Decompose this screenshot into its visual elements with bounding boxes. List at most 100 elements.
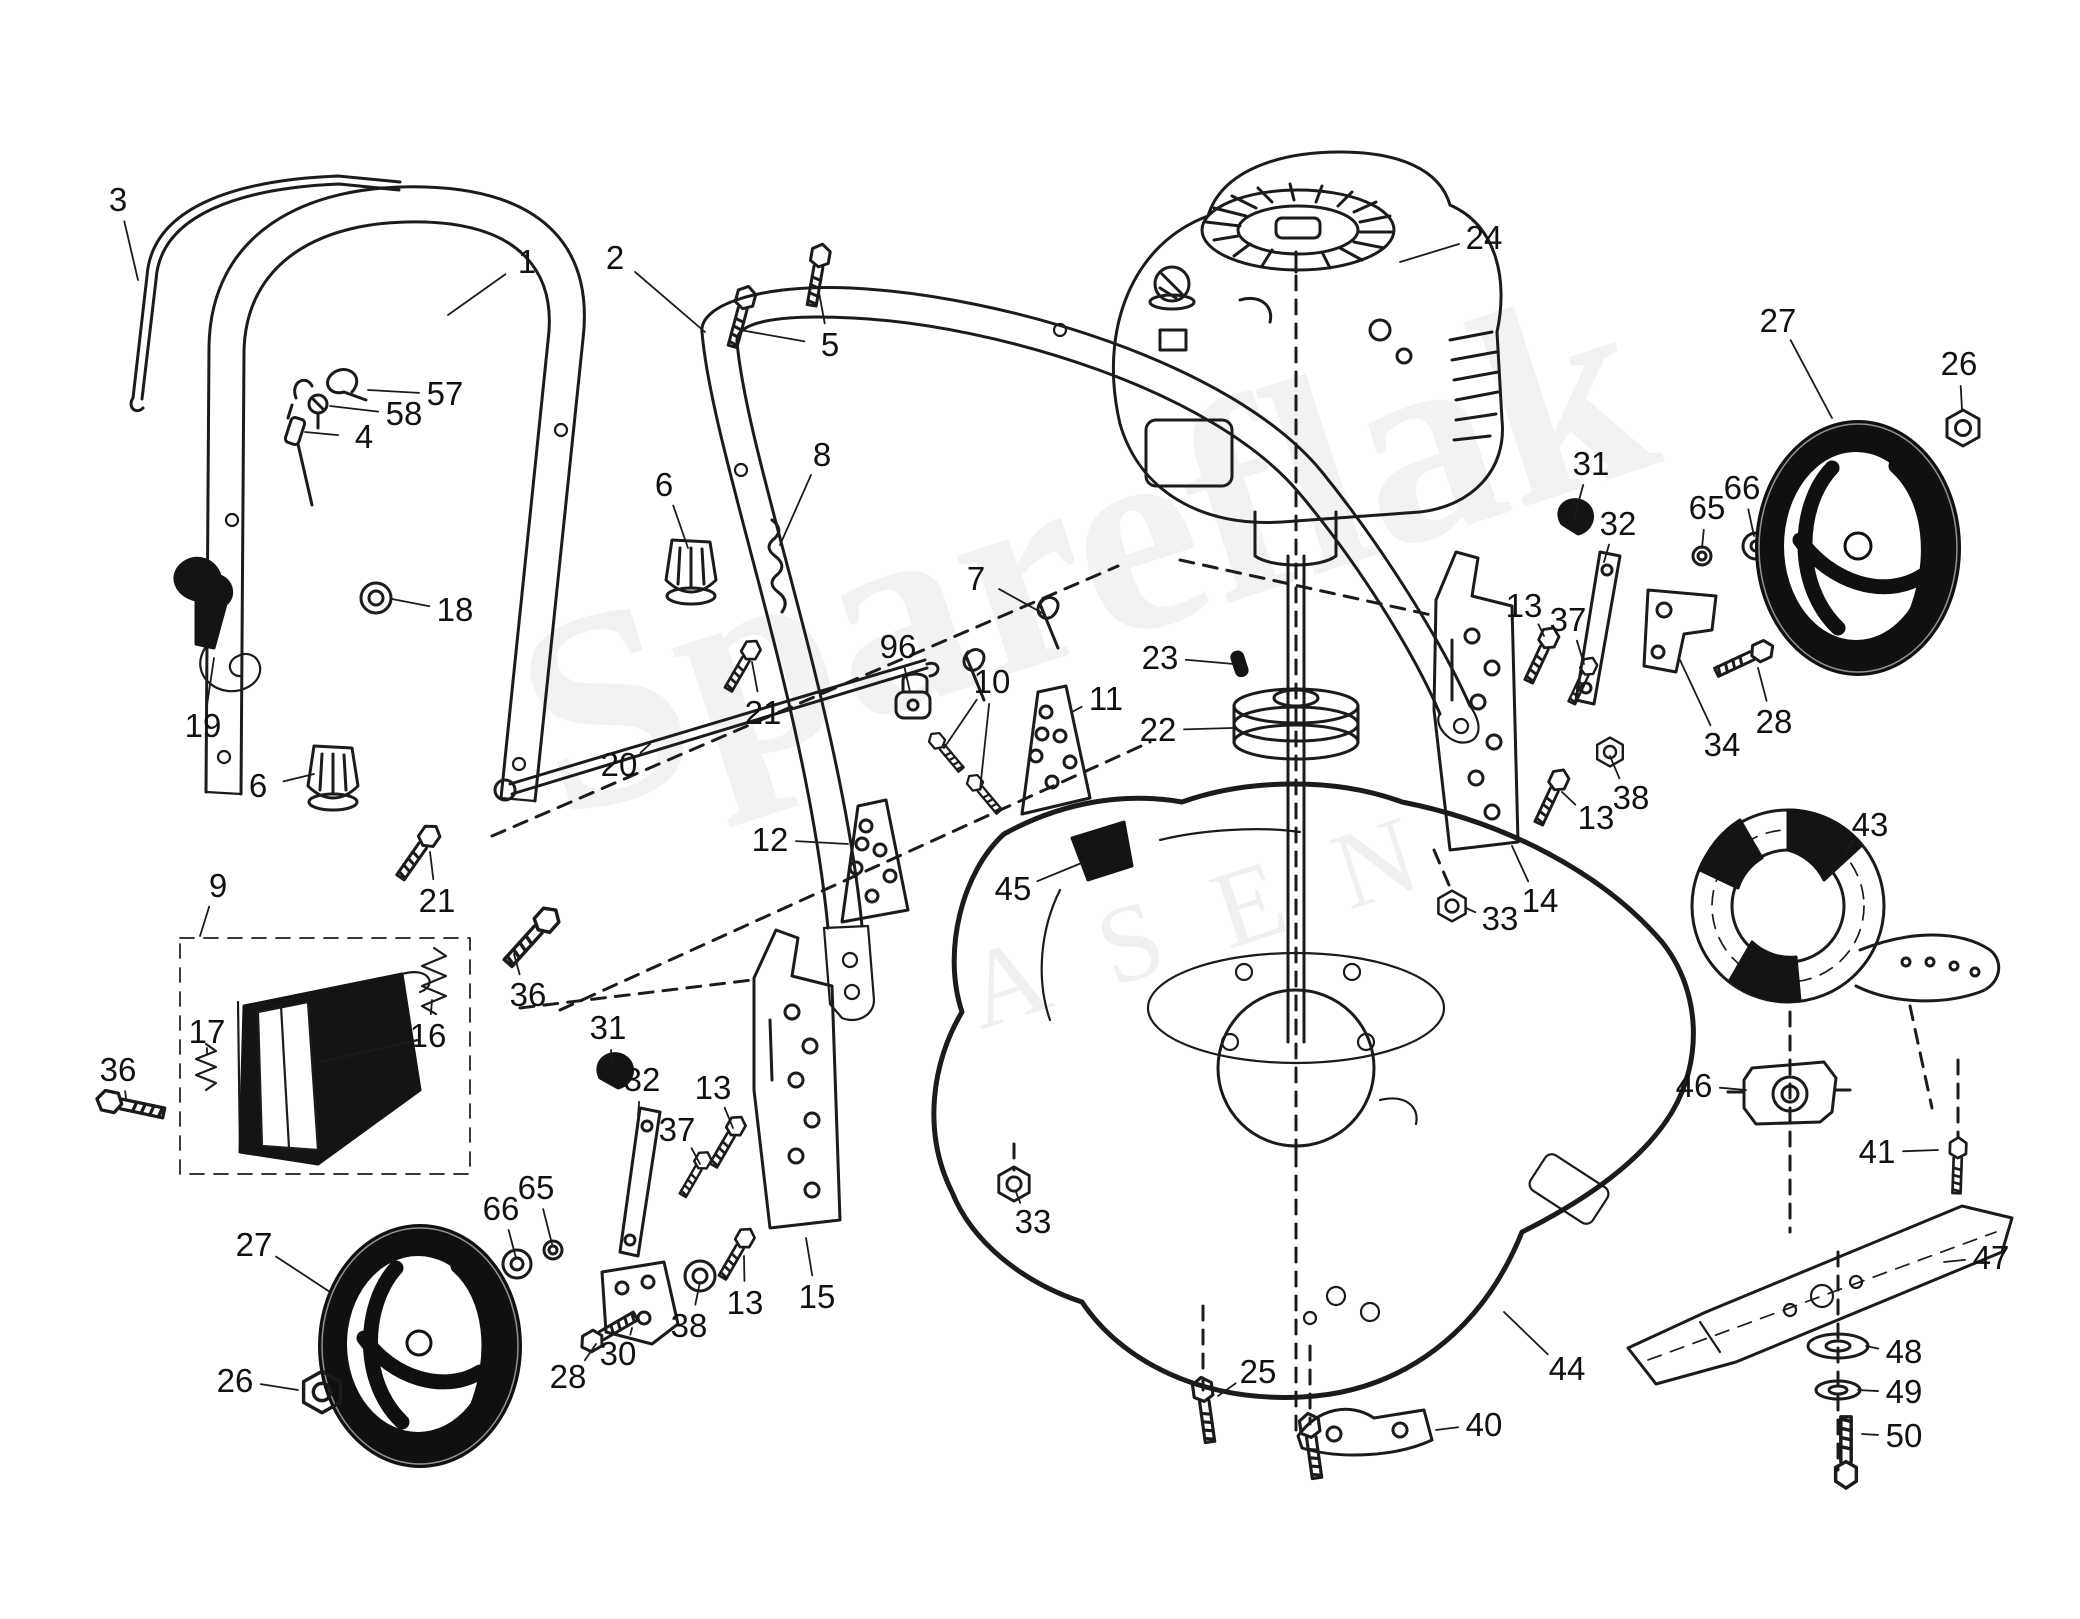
guard-bolt-illustration — [1947, 1135, 1968, 1195]
callout-leader-line — [329, 405, 380, 413]
callout-leader-line — [751, 661, 759, 693]
handle-nut-illustration — [359, 581, 393, 615]
wheel-bracket-illustration — [600, 1260, 680, 1346]
callout-leader-line — [429, 851, 435, 881]
part-callout-27-53: 27 — [236, 1226, 273, 1263]
part-callout-38-57: 38 — [671, 1307, 708, 1344]
part-callout-65-13: 65 — [1689, 489, 1726, 526]
part-callout-1-1: 1 — [518, 243, 536, 280]
adjuster-grip-left-illustration — [596, 1052, 634, 1090]
callout-leader-line — [1465, 907, 1477, 914]
flange-nut-illustration — [1595, 736, 1625, 768]
part-callout-96-20: 96 — [880, 628, 917, 665]
callout-leader-line — [1435, 1426, 1460, 1431]
frame-bolt-illustration — [498, 901, 566, 972]
cable-clamp-illustration — [894, 672, 932, 720]
part-callout-28-29: 28 — [1756, 703, 1793, 740]
callout-leader-line — [542, 1208, 553, 1245]
part-callout-58-5: 58 — [386, 395, 423, 432]
part-callout-3-0: 3 — [109, 181, 127, 218]
bracket-bolt-illustration — [1529, 764, 1573, 829]
handle-support-plate-right-illustration — [1020, 684, 1092, 816]
part-callout-48-59: 48 — [1886, 1333, 1923, 1370]
part-callout-44-64: 44 — [1549, 1350, 1586, 1387]
callout-leader-line — [1701, 528, 1705, 549]
part-callout-10-22: 10 — [974, 663, 1011, 700]
wheel-nut-illustration — [1945, 408, 1981, 448]
wire-clamp-lower-illustration — [306, 744, 360, 812]
callout-leader-line — [1719, 1086, 1747, 1091]
part-callout-24-7: 24 — [1466, 219, 1503, 256]
part-callout-33-52: 33 — [1015, 1203, 1052, 1240]
part-callout-32-15: 32 — [1600, 505, 1637, 542]
callout-leader-line — [199, 905, 211, 937]
callout-leader-line — [779, 474, 812, 546]
washer-left-illustration — [683, 1259, 717, 1293]
handle-screw-illustration — [391, 819, 445, 884]
part-callout-5-3: 5 — [821, 326, 839, 363]
engine-pulley-illustration — [1232, 687, 1360, 761]
upper-handle-illustration — [204, 185, 586, 803]
adjuster-grip-right-illustration — [1557, 498, 1594, 536]
part-callout-31-43: 31 — [590, 1009, 627, 1046]
deck-nut-illustration — [997, 1165, 1031, 1203]
blade-illustration — [1626, 1204, 2014, 1386]
callout-leader-line — [282, 773, 315, 783]
callout-leader-line — [391, 598, 431, 608]
callout-leader-line — [903, 667, 911, 693]
part-callout-37-47: 37 — [659, 1111, 696, 1148]
callout-leader-line — [817, 286, 826, 325]
callout-leader-line — [943, 698, 978, 749]
part-callout-34-28: 34 — [1704, 726, 1741, 763]
callout-leader-line — [429, 999, 433, 1016]
part-callout-43-39: 43 — [1852, 806, 1889, 843]
callout-leader-line — [1757, 667, 1768, 702]
cable-illustration — [767, 518, 787, 614]
callout-leader-line — [610, 1048, 613, 1063]
part-callout-4-6: 4 — [355, 418, 373, 455]
callout-leader-line — [583, 1343, 597, 1362]
callout-leader-line — [206, 657, 215, 706]
part-callout-13-32: 13 — [1578, 799, 1615, 836]
part-callout-57-4: 57 — [427, 375, 464, 412]
callout-leader-line — [259, 1383, 299, 1391]
part-callout-36-46: 36 — [100, 1051, 137, 1088]
part-callout-49-60: 49 — [1886, 1373, 1923, 1410]
callout-leader-line — [1943, 1258, 1966, 1263]
part-callout-21-34: 21 — [419, 882, 456, 919]
support-pin-illustration — [962, 770, 1006, 818]
callout-leader-line — [1747, 508, 1755, 537]
part-callout-28-61: 28 — [550, 1358, 587, 1395]
part-callout-66-14: 66 — [1724, 469, 1761, 506]
callout-leader-line — [1573, 484, 1585, 519]
callout-leader-line — [739, 329, 806, 343]
bracket-bolt-illustration — [705, 1111, 750, 1171]
callout-leader-line — [1603, 543, 1610, 563]
callout-leader-line — [1185, 658, 1235, 665]
part-callout-13-18: 13 — [1506, 587, 1543, 624]
part-callout-23-21: 23 — [1142, 639, 1179, 676]
cable-hook-illustration — [326, 368, 368, 402]
part-callout-45-35: 45 — [995, 870, 1032, 907]
callout-leader-line — [1679, 659, 1712, 727]
callout-leader-line — [1217, 1382, 1237, 1397]
callout-leader-line — [1575, 639, 1585, 665]
part-callout-40-66: 40 — [1466, 1406, 1503, 1443]
part-callout-21-26: 21 — [745, 694, 782, 731]
callout-leader-line — [672, 504, 689, 549]
part-callout-15-56: 15 — [799, 1278, 836, 1315]
callout-leader-line — [1183, 727, 1233, 731]
grass-catcher-illustration — [179, 937, 471, 1175]
callout-leader-line — [1071, 705, 1083, 713]
part-callout-38-33: 38 — [1613, 779, 1650, 816]
callout-leader-line — [690, 1147, 701, 1165]
part-callout-14-38: 14 — [1522, 882, 1559, 919]
callout-leader-line — [694, 1281, 701, 1306]
rear-wheel-illustration — [1755, 420, 1961, 676]
callout-leader-line — [1561, 791, 1577, 806]
bag-spring-illustration — [420, 946, 448, 1016]
callout-leader-line — [1959, 385, 1963, 411]
part-callout-2-2: 2 — [606, 239, 624, 276]
callout-leader-line — [1789, 339, 1833, 419]
